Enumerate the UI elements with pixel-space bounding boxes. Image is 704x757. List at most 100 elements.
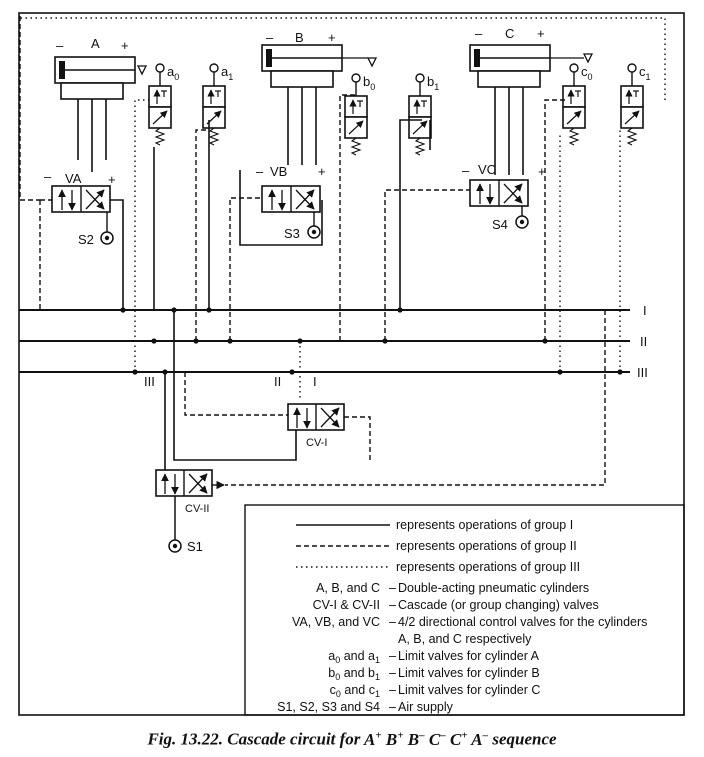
caption-step-4: C+ [449, 729, 468, 749]
legend-desc-6: Air supply [398, 700, 454, 714]
caption-step-0: A+ [364, 729, 382, 749]
limit-valve-roller [209, 63, 219, 73]
legend-desc-5: Limit valves for cylinder C [398, 683, 540, 697]
limit-valve-c0: c0 [562, 63, 593, 146]
limit-valve-a1: a1 [202, 63, 233, 146]
limit-valve-c0-label: c0 [581, 64, 593, 82]
pressure-lines: I II III III II I [19, 303, 648, 389]
legend-sep-3: – [389, 649, 396, 663]
limit-valve-b0-label: b0 [363, 74, 375, 92]
legend-key-1: CV-I & CV-II [313, 598, 380, 612]
spring-icon [568, 127, 580, 146]
limit-valve-roller [627, 63, 637, 73]
supply-s1-label: S1 [187, 539, 203, 554]
legend-sep-2: – [389, 615, 396, 629]
line-label-left-2: II [274, 374, 281, 389]
legend-key-5: c0 and c1 [330, 683, 380, 699]
legend-desc-2-cont: A, B, and C respectively [398, 632, 532, 646]
valve-vc-plus: + [538, 164, 546, 179]
legend-key-3: a0 and a1 [328, 649, 380, 665]
legend-desc-4: Limit valves for cylinder B [398, 666, 540, 680]
cylinder-c-label: C [505, 26, 514, 41]
limit-valve-roller [155, 63, 165, 73]
legend-desc-0: Double-acting pneumatic cylinders [398, 581, 589, 595]
limit-valve-roller [569, 63, 579, 73]
supply-s2-label: S2 [78, 232, 94, 247]
cylinder-a-cam [136, 65, 148, 76]
cylinder-a-label: A [91, 36, 100, 51]
valve-vc: – VC + [462, 162, 546, 207]
spring-icon [154, 127, 166, 146]
spring-icon [626, 127, 638, 146]
cylinder-c: – C + [469, 26, 551, 175]
valve-vb-plus: + [318, 164, 326, 179]
spring-icon [208, 127, 220, 146]
limit-valve-b0: b0 [344, 73, 375, 156]
legend-sep-6: – [389, 700, 396, 714]
spring-icon [350, 137, 362, 156]
cylinder-b-label: B [295, 30, 304, 45]
legend-frame [244, 504, 685, 716]
junction-dot [289, 369, 295, 375]
legend-meaning-1: represents operations of group I [396, 518, 573, 532]
legend-desc-3: Limit valves for cylinder A [398, 649, 540, 663]
line-label-right-3: III [637, 365, 648, 380]
supply-s3: S3 [284, 212, 321, 241]
figure-caption: Fig. 13.22. Cascade circuit for A+ B+ B–… [0, 729, 704, 750]
supply-s2: S2 [78, 212, 114, 247]
cylinder-a: – A + [54, 36, 136, 172]
valve-va-label: VA [65, 171, 82, 186]
legend-sep-4: – [389, 666, 396, 680]
cylinder-b-plus: + [328, 30, 336, 45]
line-label-left-3: III [144, 374, 155, 389]
valve-va-minus: – [44, 169, 52, 184]
legend-desc-1: Cascade (or group changing) valves [398, 598, 599, 612]
legend-desc-2: 4/2 directional control valves for the c… [398, 615, 647, 629]
legend-meaning-3: represents operations of group III [396, 560, 580, 574]
cascade-valve-cv1-label: CV-I [306, 437, 327, 449]
caption-step-3: C– [428, 729, 446, 749]
junction-dot [151, 338, 157, 344]
legend-meaning-2: represents operations of group II [396, 539, 577, 553]
limit-valve-a0-label: a0 [167, 64, 179, 82]
limit-valve-b1-label: b1 [427, 74, 439, 92]
valve-vb: – VB + [256, 164, 326, 213]
supply-s4-label: S4 [492, 217, 508, 232]
limit-valve-c1-label: c1 [639, 64, 651, 82]
signal-lines [19, 16, 666, 486]
legend-sep-1: – [389, 598, 396, 612]
legend-sep-5: – [389, 683, 396, 697]
cascade-valve-cv1: CV-I [287, 403, 371, 460]
valve-vb-label: VB [270, 164, 287, 179]
cylinder-b: – B + [261, 30, 343, 165]
legend-key-0: A, B, and C [316, 581, 380, 595]
line-label-right-2: II [640, 334, 647, 349]
spring-icon [414, 137, 426, 156]
valve-vc-minus: – [462, 163, 470, 178]
cylinder-c-minus: – [475, 26, 483, 41]
valve-vc-label: VC [478, 162, 496, 177]
legend-sep-0: – [389, 581, 396, 595]
line-label-right-1: I [643, 303, 647, 318]
caption-step-5: A– [471, 729, 489, 749]
legend-key-2: VA, VB, and VC [292, 615, 380, 629]
cascade-valve-cv2: CV-II [155, 469, 225, 515]
caption-suffix: sequence [488, 729, 557, 749]
legend-key-4: b0 and b1 [328, 666, 380, 682]
limit-valve-a0: a0 [148, 63, 179, 146]
supply-s4: S4 [492, 206, 529, 232]
caption-step-1: B+ [385, 729, 404, 749]
legend-key-6: S1, S2, S3 and S4 [277, 700, 380, 714]
limit-valve-c1: c1 [620, 63, 651, 146]
caption-prefix: Fig. 13.22. Cascade circuit for [147, 729, 365, 749]
line-label-left-1: I [313, 374, 317, 389]
caption-step-2: B– [407, 729, 425, 749]
valve-va-plus: + [108, 172, 116, 187]
cascade-valve-cv2-label: CV-II [185, 503, 209, 515]
cylinder-c-plus: + [537, 26, 545, 41]
cylinder-b-minus: – [266, 30, 274, 45]
supply-s3-label: S3 [284, 226, 300, 241]
cylinder-a-minus: – [56, 38, 64, 53]
cylinder-c-cam [582, 53, 594, 64]
